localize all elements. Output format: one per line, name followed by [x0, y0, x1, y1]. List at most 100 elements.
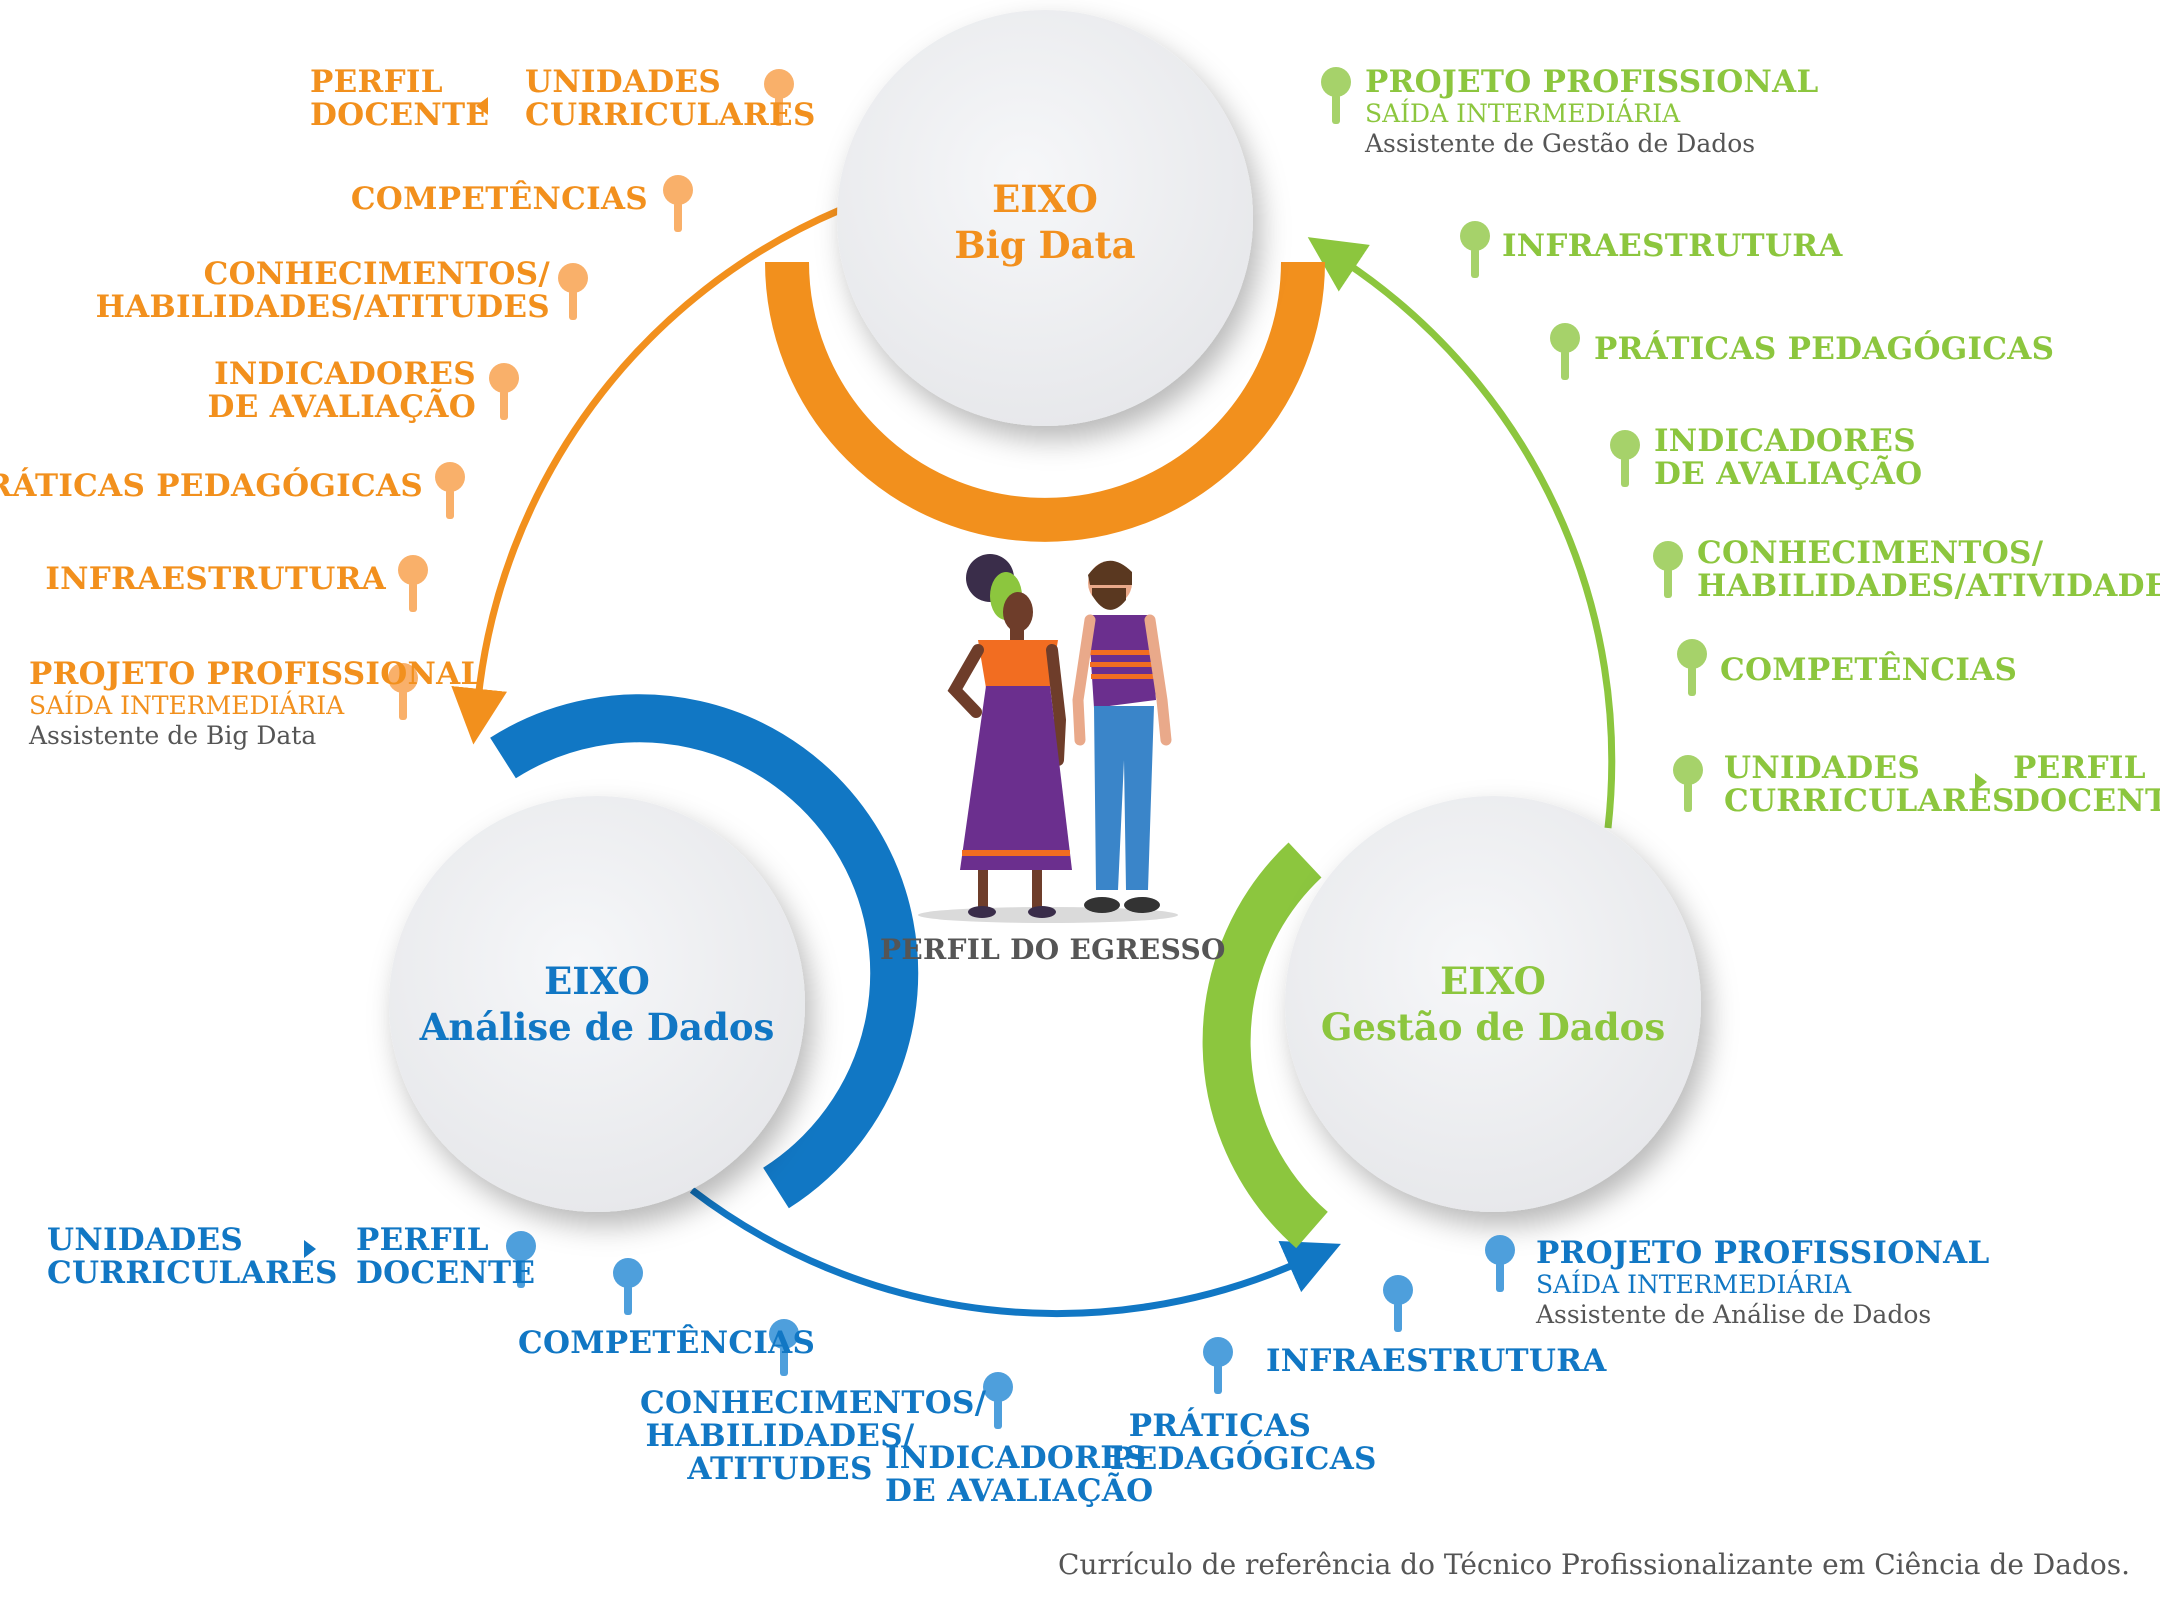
- blue-projeto-block: PROJETO PROFISSIONAL SAÍDA INTERMEDIÁRIA…: [1536, 1237, 1990, 1330]
- blue-praticas-line2: PEDAGÓGICAS: [1110, 1441, 1377, 1477]
- blue-infraestrutura: INFRAESTRUTURA: [1266, 1343, 1607, 1379]
- green-conhecimentos-line1: CONHECIMENTOS/: [1697, 535, 2044, 571]
- green-projeto: PROJETO PROFISSIONAL: [1365, 64, 1819, 100]
- orange-conhecimentos-line2: HABILIDADES/ATITUDES: [95, 289, 550, 325]
- orange-perfil-line2: DOCENTE: [310, 97, 490, 133]
- green-saida: SAÍDA INTERMEDIÁRIA: [1365, 99, 1681, 128]
- pin-icon: [1673, 755, 1703, 812]
- pin-icon: [506, 1231, 536, 1288]
- pin-icon: [398, 555, 428, 612]
- graduate-profile-label: PERFIL DO EGRESSO: [880, 933, 1226, 966]
- blue-saida: SAÍDA INTERMEDIÁRIA: [1536, 1270, 1852, 1299]
- green-competencias: COMPETÊNCIAS: [1720, 652, 2018, 688]
- green-unidades-line1: UNIDADES: [1724, 750, 1921, 786]
- gestao-circle: [1285, 796, 1701, 1212]
- green-indicadores-line1: INDICADORES: [1654, 423, 1916, 459]
- blue-conhecimentos-line2: HABILIDADES/: [645, 1418, 915, 1454]
- axis-big-data-line1: EIXO: [992, 177, 1098, 221]
- pin-icon: [1321, 67, 1351, 124]
- pin-icon: [1653, 541, 1683, 598]
- green-indicadores: INDICADORES DE AVALIAÇÃO: [1654, 425, 1922, 491]
- axis-gestao-line1: EIXO: [1440, 959, 1546, 1003]
- orange-assistente: Assistente de Big Data: [29, 721, 317, 750]
- green-infraestrutura: INFRAESTRUTURA: [1502, 228, 1843, 264]
- axis-big-data-title: EIXO Big Data: [895, 176, 1195, 268]
- pin-icon: [1485, 1235, 1515, 1292]
- orange-indicadores: INDICADORES DE AVALIAÇÃO: [208, 358, 476, 424]
- blue-indicadores: INDICADORES DE AVALIAÇÃO: [885, 1440, 1154, 1509]
- orange-competencias: COMPETÊNCIAS: [350, 181, 648, 217]
- woman-figure: [947, 554, 1072, 918]
- blue-unidades-curriculares: UNIDADES CURRICULARES: [47, 1224, 338, 1290]
- pin-icon: [1383, 1275, 1413, 1332]
- blue-praticas-line1: PRÁTICAS: [1128, 1408, 1312, 1444]
- blue-pins: [506, 1231, 1515, 1429]
- figure-caption: Currículo de referência do Técnico Profi…: [1058, 1548, 2130, 1581]
- blue-perfil-docente: PERFIL DOCENTE: [356, 1224, 535, 1290]
- blue-conhecimentos: CONHECIMENTOS/ HABILIDADES/ ATITUDES: [640, 1385, 987, 1487]
- green-praticas: PRÁTICAS PEDAGÓGICAS: [1594, 331, 2055, 367]
- blue-indicadores-line1: INDICADORES: [885, 1440, 1147, 1476]
- green-perfil-docente: PERFIL DOCENTE: [2013, 752, 2160, 818]
- green-pins: [1321, 67, 1707, 812]
- orange-pins: [388, 69, 794, 720]
- pin-icon: [613, 1258, 643, 1315]
- green-indicadores-line2: DE AVALIAÇÃO: [1654, 456, 1923, 492]
- orange-saida: SAÍDA INTERMEDIÁRIA: [29, 691, 345, 720]
- green-conhecimentos: CONHECIMENTOS/ HABILIDADES/ATIVIDADES: [1697, 537, 2160, 603]
- pin-icon: [489, 363, 519, 420]
- graduate-profile-illustration: [918, 554, 1178, 923]
- green-conhecimentos-line2: HABILIDADES/ATIVIDADES: [1697, 568, 2160, 604]
- green-right-arrow-icon: [1975, 773, 1987, 791]
- orange-indicadores-line2: DE AVALIAÇÃO: [207, 389, 476, 425]
- blue-conhecimentos-line3: ATITUDES: [687, 1451, 873, 1487]
- orange-projeto: PROJETO PROFISSIONAL: [29, 656, 483, 692]
- axis-gestao-line2: Gestão de Dados: [1320, 1005, 1666, 1049]
- orange-infraestrutura: INFRAESTRUTURA: [45, 561, 386, 597]
- blue-perfil-line2: DOCENTE: [356, 1255, 536, 1291]
- blue-conhecimentos-line1: CONHECIMENTOS/: [640, 1385, 987, 1421]
- axis-analise-title: EIXO Análise de Dados: [397, 958, 797, 1050]
- blue-unidades-line2: CURRICULARES: [47, 1255, 338, 1291]
- analise-circle: [389, 796, 805, 1212]
- green-unidades-curriculares: UNIDADES CURRICULARES: [1724, 752, 2015, 818]
- blue-competencias: COMPETÊNCIAS: [518, 1325, 816, 1361]
- pin-icon: [1610, 430, 1640, 487]
- pin-icon: [388, 663, 418, 720]
- blue-unidades-line1: UNIDADES: [47, 1222, 244, 1258]
- green-unidades-line2: CURRICULARES: [1724, 783, 2015, 819]
- pin-icon: [558, 263, 588, 320]
- blue-indicadores-line2: DE AVALIAÇÃO: [885, 1473, 1154, 1509]
- pin-icon: [1203, 1337, 1233, 1394]
- axis-big-data-line2: Big Data: [954, 223, 1136, 267]
- green-cycle-arrow: [1307, 237, 1616, 829]
- orange-cycle-arrow: [451, 206, 842, 745]
- blue-cycle-arrow: [689, 1187, 1341, 1317]
- big-data-arc: [765, 261, 1325, 542]
- axis-analise-line2: Análise de Dados: [419, 1005, 775, 1049]
- analise-arc: [490, 694, 919, 1209]
- pin-icon: [1460, 221, 1490, 278]
- green-projeto-block: PROJETO PROFISSIONAL SAÍDA INTERMEDIÁRIA…: [1365, 66, 1819, 159]
- orange-unidades-line2: CURRICULARES: [525, 97, 816, 133]
- man-figure: [1072, 560, 1172, 913]
- orange-left-arrow-icon: [476, 97, 488, 115]
- orange-unidades-curriculares: UNIDADES CURRICULARES: [525, 66, 816, 132]
- pin-icon: [663, 175, 693, 232]
- orange-praticas: PRÁTICAS PEDAGÓGICAS: [0, 468, 423, 504]
- pin-icon: [983, 1372, 1013, 1429]
- orange-projeto-block: PROJETO PROFISSIONAL SAÍDA INTERMEDIÁRIA…: [29, 658, 483, 751]
- blue-projeto: PROJETO PROFISSIONAL: [1536, 1235, 1990, 1271]
- orange-conhecimentos-line1: CONHECIMENTOS/: [203, 256, 550, 292]
- pin-icon: [1550, 323, 1580, 380]
- green-assistente: Assistente de Gestão de Dados: [1365, 129, 1756, 158]
- orange-perfil-docente: PERFIL DOCENTE: [310, 66, 489, 132]
- axis-analise-line1: EIXO: [544, 959, 650, 1003]
- orange-unidades-line1: UNIDADES: [525, 64, 722, 100]
- pin-icon: [1677, 639, 1707, 696]
- blue-assistente: Assistente de Análise de Dados: [1536, 1300, 1932, 1329]
- pin-icon: [764, 69, 794, 126]
- big-data-circle: [837, 10, 1253, 426]
- blue-praticas: PRÁTICAS PEDAGÓGICAS: [1110, 1408, 1377, 1477]
